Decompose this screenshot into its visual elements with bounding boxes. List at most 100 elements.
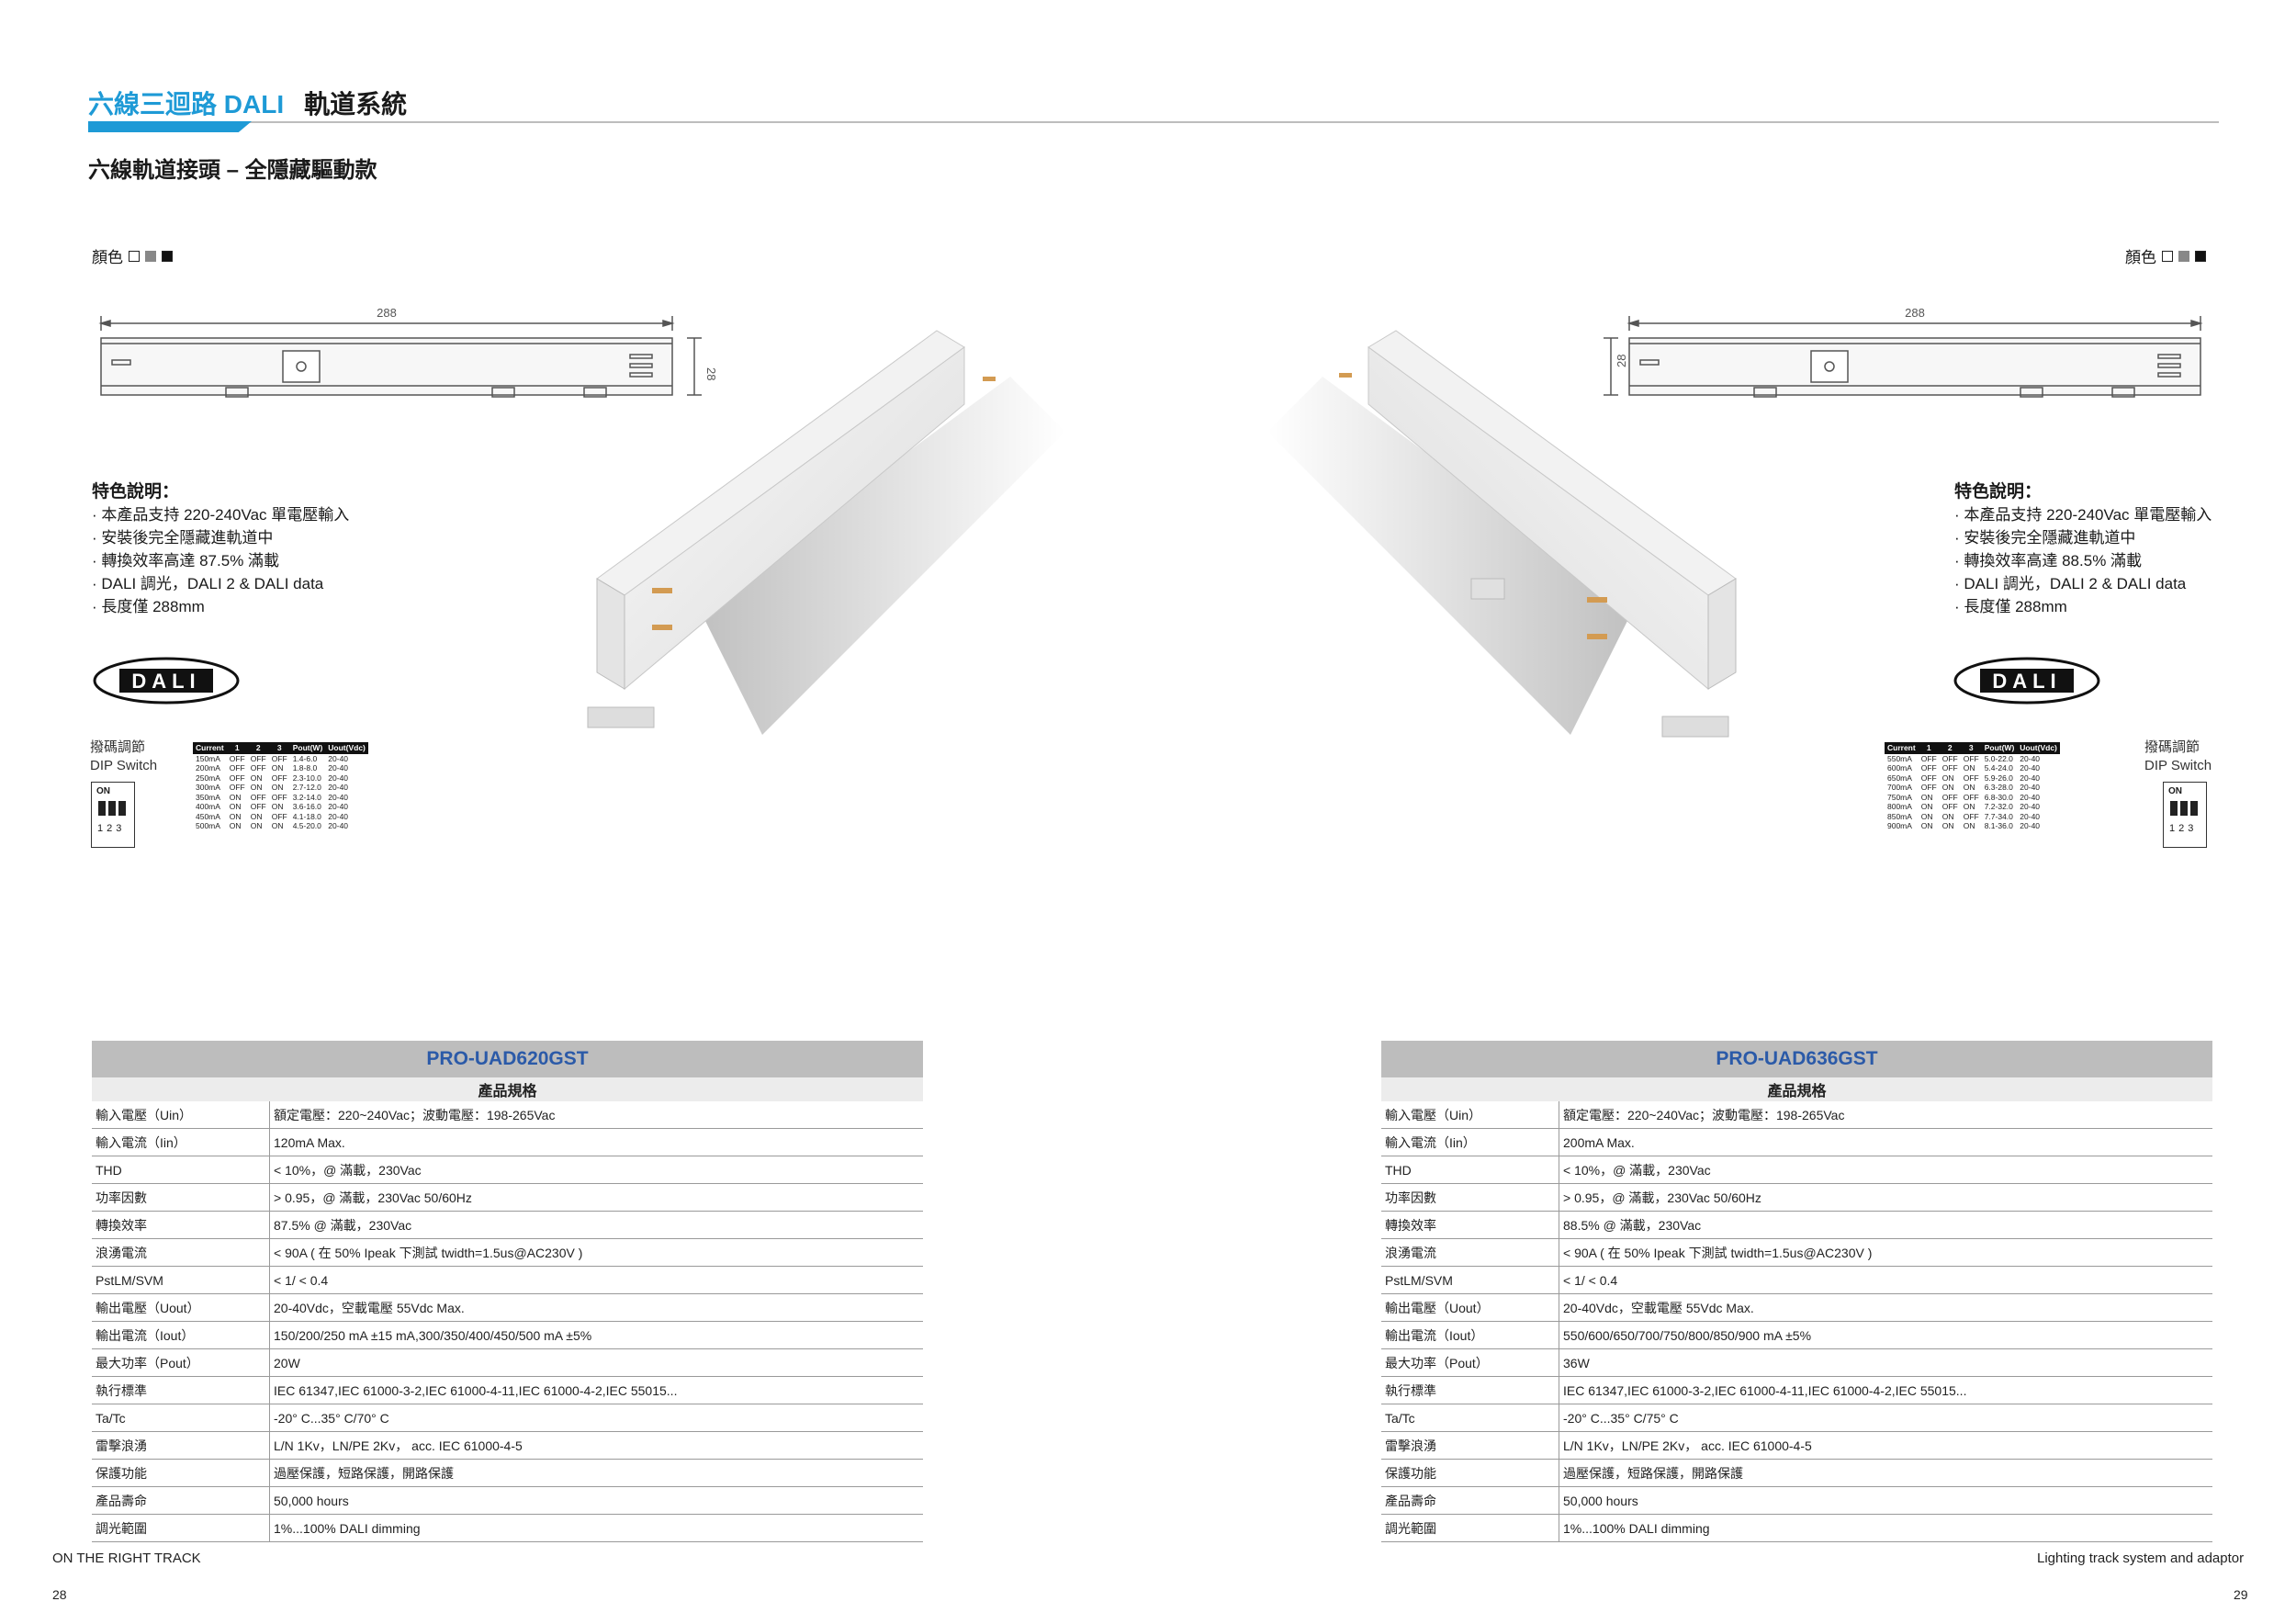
page-subtitle: 六線軌道接頭 – 全隱藏驅動款 (88, 158, 377, 183)
spec-value: < 90A ( 在 50% Ipeak 下測試 twidth=1.5us@AC2… (1559, 1238, 2212, 1267)
spec-value: < 10%，@ 滿載，230Vac (269, 1156, 923, 1184)
feature-item: · 轉換效率高達 87.5% 滿載 (92, 552, 280, 570)
svg-text:DALI: DALI (131, 670, 200, 693)
spec-value: 20W (269, 1348, 923, 1377)
swatch-white (2162, 250, 2173, 262)
technical-drawing-left: 288 28 (98, 306, 718, 398)
spec-row: 輸入電流（Iin）200mA Max. (1381, 1128, 2212, 1156)
swatch-grey (2178, 250, 2189, 262)
spec-row: 保護功能過壓保護，短路保護，開路保護 (92, 1459, 923, 1487)
current-table-cell: 20-40 (2020, 773, 2041, 783)
current-table-cell: ON (1941, 821, 1954, 830)
swatch-black (2195, 250, 2206, 262)
spec-label: 最大功率（Pout） (92, 1348, 270, 1377)
current-table-cell: 400mA (196, 802, 220, 811)
current-table-cell: ON (271, 802, 284, 811)
spec-label: 功率因數 (1381, 1183, 1559, 1212)
spec-value: < 10%，@ 滿載，230Vac (1559, 1156, 2212, 1184)
swatch-white (129, 250, 140, 262)
spec-label: 輸入電流（Iin） (92, 1128, 270, 1156)
spec-label: 輸出電壓（Uout） (92, 1293, 270, 1322)
current-table-cell: 200mA (196, 763, 220, 773)
current-table-cell: 3.6-16.0 (292, 802, 321, 811)
title-accent-bar (88, 121, 252, 132)
spec-value: 50,000 hours (1559, 1486, 2212, 1515)
spec-value: 36W (1559, 1348, 2212, 1377)
current-table-cell: OFF (1941, 753, 1958, 763)
spec-row: 輸出電壓（Uout）20-40Vdc，空載電壓 55Vdc Max. (1381, 1293, 2212, 1322)
title-system: 軌道系統 (304, 90, 408, 118)
spec-value: < 90A ( 在 50% Ipeak 下測試 twidth=1.5us@AC2… (269, 1238, 923, 1267)
spec-row: 輸入電流（Iin）120mA Max. (92, 1128, 923, 1156)
dimension-height: 28 (1615, 355, 1628, 367)
current-table-cell: 550mA (1887, 753, 1912, 763)
current-table-cell: OFF (229, 773, 245, 783)
spec-label: Ta/Tc (92, 1404, 270, 1432)
current-table-cell: 850mA (1887, 811, 1912, 821)
current-table-cell: 700mA (1887, 783, 1912, 792)
current-table-cell: OFF (229, 783, 245, 792)
current-table-cell: OFF (1920, 773, 1937, 783)
spec-row: 功率因數> 0.95，@ 滿載，230Vac 50/60Hz (92, 1183, 923, 1212)
spec-label: PstLM/SVM (92, 1266, 270, 1294)
model-number: PRO-UAD620GST (92, 1041, 923, 1077)
spec-row: 功率因數> 0.95，@ 滿載，230Vac 50/60Hz (1381, 1183, 2212, 1212)
current-table-cell: 20-40 (2020, 792, 2041, 802)
current-table-cell: 8.1-36.0 (1984, 821, 2013, 830)
features-heading: 特色說明： (92, 482, 180, 502)
feature-item: · 本產品支持 220-240Vac 單電壓輸入 (92, 506, 350, 524)
current-table-cell: OFF (271, 773, 287, 783)
current-table-cell: 20-40 (328, 811, 349, 821)
current-table-cell: ON (1963, 783, 1975, 792)
current-table-cell: OFF (1941, 792, 1958, 802)
current-table-cell: OFF (1963, 811, 1979, 821)
current-table-cell: 650mA (1887, 773, 1912, 783)
current-table-cell: ON (1963, 802, 1975, 811)
current-table-cell: ON (229, 821, 242, 830)
current-table-cell: ON (229, 811, 242, 821)
current-table-cell: 20-40 (328, 773, 349, 783)
current-table-cell: OFF (250, 753, 266, 763)
spec-row: 輸入電壓（Uin）額定電壓：220~240Vac；波動電壓：198-265Vac (1381, 1101, 2212, 1129)
spec-row: THD< 10%，@ 滿載，230Vac (1381, 1156, 2212, 1184)
spec-row: 最大功率（Pout）20W (92, 1348, 923, 1377)
spec-row: 輸出電壓（Uout）20-40Vdc，空載電壓 55Vdc Max. (92, 1293, 923, 1322)
current-table-cell: 6.3-28.0 (1984, 783, 2013, 792)
spec-row: 輸出電流（Iout）550/600/650/700/750/800/850/90… (1381, 1321, 2212, 1349)
swatch-grey (145, 250, 156, 262)
current-table-cell: OFF (271, 811, 287, 821)
feature-item: · 安裝後完全隱藏進軌道中 (92, 529, 274, 547)
current-table-cell: 20-40 (2020, 802, 2041, 811)
features-heading: 特色說明： (1954, 482, 2043, 502)
current-table-cell: OFF (229, 763, 245, 773)
spec-value: 過壓保護，短路保護，開路保護 (1559, 1459, 2212, 1487)
spec-value: 150/200/250 mA ±15 mA,300/350/400/450/50… (269, 1321, 923, 1349)
current-table-cell: ON (1920, 802, 1933, 811)
spec-row: 輸入電壓（Uin）額定電壓：220~240Vac；波動電壓：198-265Vac (92, 1101, 923, 1129)
spec-value: 1%...100% DALI dimming (269, 1514, 923, 1542)
current-table-cell: OFF (1920, 763, 1937, 773)
current-table-cell: 20-40 (328, 802, 349, 811)
current-table-cell: OFF (1920, 753, 1937, 763)
spec-row: PstLM/SVM< 1/ < 0.4 (92, 1266, 923, 1294)
current-table-cell: ON (250, 811, 263, 821)
current-table-cell: 2.3-10.0 (292, 773, 321, 783)
current-table-cell: OFF (1963, 753, 1979, 763)
current-table-cell: 6.8-30.0 (1984, 792, 2013, 802)
spec-label: 產品壽命 (1381, 1486, 1559, 1515)
current-table-cell: 1.4-6.0 (292, 753, 318, 763)
dali-logo-left: DALI (93, 657, 240, 705)
color-options-left: 顏色 (92, 244, 173, 267)
spec-label: 調光範圍 (1381, 1514, 1559, 1542)
spec-value: IEC 61347,IEC 61000-3-2,IEC 61000-4-11,I… (269, 1376, 923, 1404)
spec-row: 輸出電流（Iout）150/200/250 mA ±15 mA,300/350/… (92, 1321, 923, 1349)
spec-row: THD< 10%，@ 滿載，230Vac (92, 1156, 923, 1184)
current-table-cell: ON (1941, 783, 1954, 792)
current-table-cell: 20-40 (328, 783, 349, 792)
